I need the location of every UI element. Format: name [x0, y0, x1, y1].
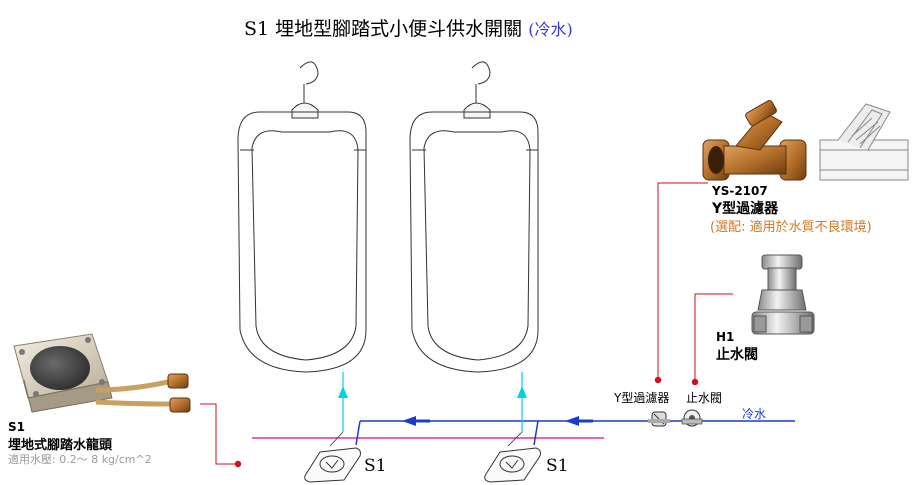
title-main: S1 埋地型腳踏式小便斗供水開關 — [244, 18, 523, 40]
pedal-note: 適用水壓: 0.2～ 8 kg/cm^2 — [8, 453, 152, 466]
cold-water-label: 冷水 — [742, 407, 767, 421]
pedal-name: 埋地式腳踏水龍頭 — [8, 438, 113, 453]
stop-valve-model: H1 — [716, 330, 735, 344]
strainer-note: (選配: 適用於水質不良環境) — [710, 220, 872, 235]
supply-arrow-2 — [507, 372, 527, 447]
urinal-1 — [237, 61, 367, 373]
pedal-symbol-2 — [484, 447, 541, 483]
leader-lines — [200, 182, 733, 465]
leader-dots — [234, 376, 699, 468]
page-title: S1 埋地型腳踏式小便斗供水開關 (冷水) — [244, 14, 573, 41]
flow-arrows — [402, 416, 593, 426]
stop-valve-image — [751, 254, 815, 335]
stop-valve-pipe-label: 止水閥 — [686, 391, 723, 405]
stop-valve-fitting — [681, 409, 703, 427]
supply-arrow-1 — [329, 372, 348, 447]
strainer-pipe-label: Y型過濾器 — [614, 391, 670, 405]
strainer-model: YS-2107 — [712, 184, 768, 198]
pedal-symbol-1 — [304, 447, 361, 483]
y-strainer-image — [702, 100, 807, 181]
strainer-name: Y型過濾器 — [712, 201, 779, 217]
fixture-label-1: S1 — [364, 456, 387, 476]
y-strainer-cutaway — [819, 103, 909, 181]
urinal-2 — [409, 61, 539, 373]
strainer-fitting — [648, 411, 670, 427]
pedal-model: S1 — [8, 420, 25, 434]
pedal-image — [13, 333, 191, 413]
fixture-label-2: S1 — [546, 456, 569, 476]
stop-valve-name: 止水閥 — [716, 347, 758, 363]
title-sub: (冷水) — [528, 20, 573, 39]
